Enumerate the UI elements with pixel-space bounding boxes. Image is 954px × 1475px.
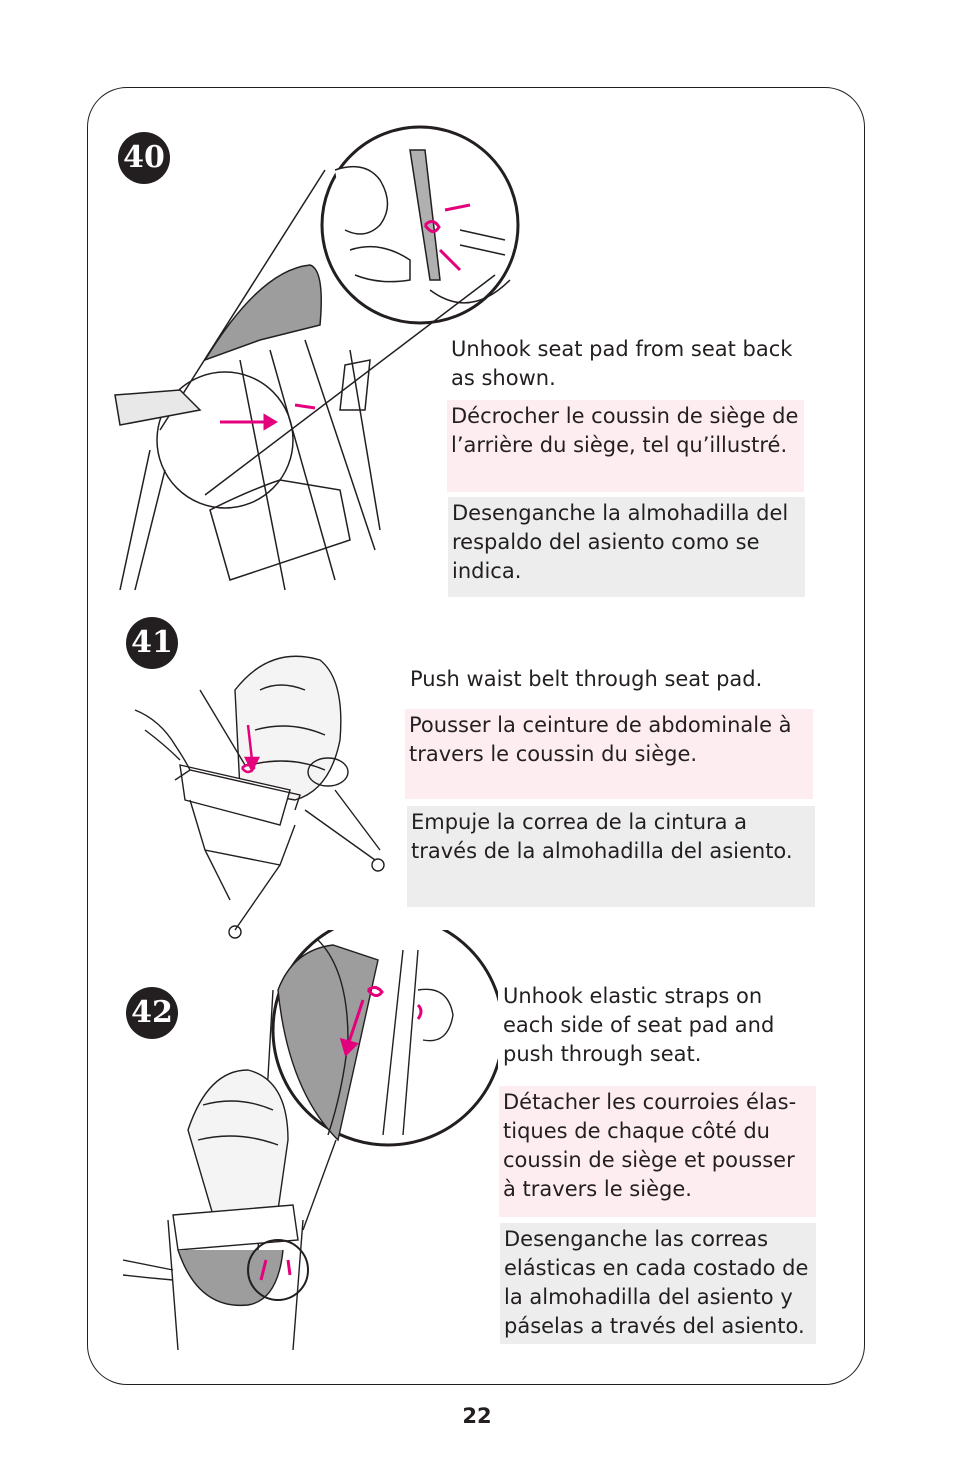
step-41-badge: 41	[126, 617, 178, 669]
page-frame	[87, 87, 865, 1385]
step-42-spanish-text: Desenganche las correas elásticas en cad…	[500, 1223, 816, 1344]
step-42-badge: 42	[126, 987, 178, 1039]
step-42-illustration	[122, 930, 498, 1351]
step-41-spanish-text: Empuje la correa de la cintura a través …	[407, 806, 815, 907]
step-41-illustration	[134, 655, 385, 939]
step-41-french-text: Pousser la ceinture de abdominale à trav…	[405, 709, 813, 799]
page-number: 22	[462, 1404, 492, 1428]
step-40-badge: 40	[118, 132, 170, 184]
step-40-english-text: Unhook seat pad from seat back as shown.	[451, 337, 793, 390]
step-40-illustration	[114, 125, 520, 591]
step-40-french-text: Décrocher le coussin de siège de l’arriè…	[447, 400, 804, 492]
step-40-spanish-text: Desenganche la almohadilla del respaldo …	[448, 497, 805, 597]
step-41-english-text: Push waist belt through seat pad.	[410, 667, 763, 691]
step-42-french-text: Détacher les courroies élas-tiques de ch…	[499, 1086, 816, 1217]
step-42-english-text: Unhook elastic straps on each side of se…	[503, 984, 775, 1066]
